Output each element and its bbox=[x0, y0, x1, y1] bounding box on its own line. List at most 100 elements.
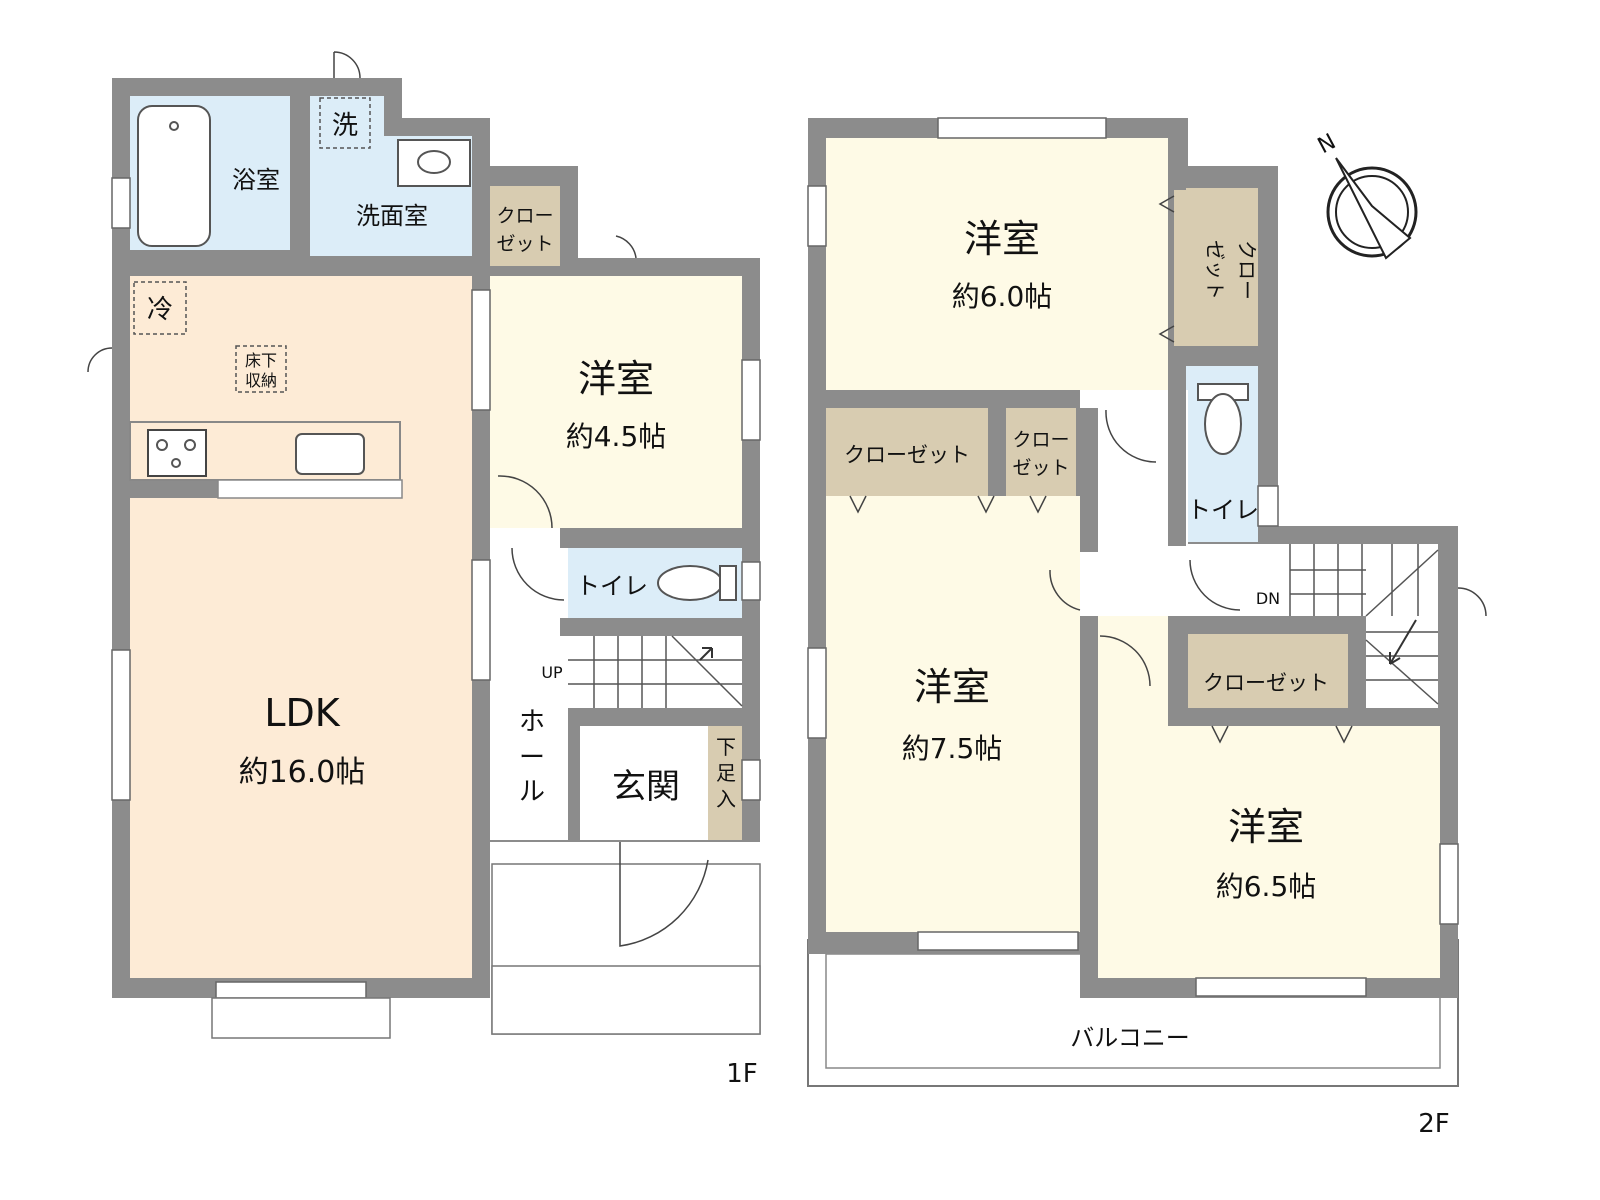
window bbox=[1439, 843, 1459, 925]
underfloor-storage bbox=[235, 345, 287, 393]
door-swing bbox=[1457, 587, 1487, 617]
stairs-down-2f bbox=[1289, 544, 1439, 705]
closet-c-label: クロー bbox=[1012, 429, 1069, 451]
stair-arrow bbox=[699, 647, 713, 661]
door-swing bbox=[1099, 635, 1151, 687]
balcony-label: バルコニー bbox=[1070, 1024, 1190, 1052]
window bbox=[917, 931, 1079, 951]
closet-c-label: ゼット bbox=[1012, 457, 1069, 479]
closet-a-label: ゼット bbox=[1203, 240, 1227, 300]
western-b-size: 約7.5帖 bbox=[902, 732, 1003, 765]
western-1f-size: 約4.5帖 bbox=[566, 420, 667, 453]
western-1f-name: 洋室 bbox=[578, 357, 654, 401]
wall bbox=[1080, 408, 1098, 552]
western-b-name: 洋室 bbox=[914, 665, 990, 709]
window bbox=[1195, 977, 1367, 997]
wall bbox=[130, 480, 220, 498]
toilet-tank bbox=[719, 565, 737, 601]
ldk-area bbox=[130, 276, 472, 978]
compass-north-label: N bbox=[1314, 129, 1340, 159]
deck-1f bbox=[211, 997, 391, 1039]
hall-label: ー bbox=[519, 743, 545, 773]
window bbox=[741, 359, 761, 441]
entrance-area bbox=[580, 726, 708, 840]
floor-1: 浴室 洗面室 洗 冷 床下 収納 クロー ゼット 洋室 約4.5帖 LDK 約1… bbox=[87, 51, 761, 1089]
window bbox=[471, 289, 491, 411]
compass-icon: N bbox=[1314, 129, 1418, 260]
door-swing bbox=[1105, 409, 1157, 463]
shoe-storage-label: 足 bbox=[716, 761, 736, 785]
wall bbox=[1188, 708, 1348, 726]
window bbox=[1257, 485, 1279, 527]
closet-door-mark bbox=[849, 495, 1047, 514]
wall bbox=[560, 258, 760, 276]
window bbox=[111, 649, 131, 801]
closet-a-label: クロー bbox=[1235, 240, 1259, 300]
porch-step bbox=[491, 965, 761, 1035]
shoe-storage-area bbox=[708, 726, 742, 840]
fridge-label: 冷 bbox=[147, 295, 173, 325]
closet-c-area bbox=[1006, 408, 1076, 496]
entrance-label: 玄関 bbox=[612, 767, 680, 807]
wall bbox=[568, 726, 580, 842]
closet-a-area bbox=[1174, 188, 1258, 346]
wall bbox=[1168, 366, 1186, 546]
hall-area bbox=[490, 528, 568, 840]
wall bbox=[1080, 616, 1098, 956]
window bbox=[471, 559, 491, 681]
ldk-size: 約16.0帖 bbox=[239, 755, 366, 790]
bathtub-drain bbox=[169, 121, 179, 131]
burner bbox=[184, 439, 196, 451]
shoe-storage-label: 入 bbox=[716, 787, 736, 811]
door-swing bbox=[1189, 559, 1241, 611]
window bbox=[741, 759, 761, 801]
sink-icon bbox=[295, 433, 365, 475]
wall bbox=[1348, 616, 1366, 726]
door-swing bbox=[511, 547, 565, 601]
underfloor-label: 床下 bbox=[245, 351, 277, 370]
wall bbox=[568, 708, 760, 726]
window bbox=[807, 185, 827, 247]
toilet-icon bbox=[657, 565, 723, 601]
washroom-label: 洗面室 bbox=[356, 202, 428, 230]
window bbox=[937, 117, 1107, 139]
western-1f-area bbox=[490, 276, 742, 528]
stairs-down-label: DN bbox=[1256, 589, 1280, 608]
window bbox=[807, 647, 827, 739]
burner bbox=[171, 458, 181, 468]
shoe-storage-label: 下 bbox=[716, 735, 736, 759]
wall bbox=[130, 256, 472, 276]
wall bbox=[560, 528, 760, 548]
burner bbox=[156, 439, 168, 451]
wall bbox=[826, 390, 1080, 408]
washroom-area bbox=[310, 96, 472, 262]
stairs-up-label: UP bbox=[541, 663, 563, 682]
stair-arrow bbox=[1389, 619, 1417, 665]
door-swing bbox=[619, 842, 709, 947]
door-swing bbox=[615, 235, 637, 259]
ldk-name: LDK bbox=[264, 691, 340, 735]
western-c-size: 約6.5帖 bbox=[1216, 870, 1317, 903]
bath-label: 浴室 bbox=[232, 166, 280, 194]
wall bbox=[1168, 138, 1186, 190]
door-swing bbox=[1049, 569, 1081, 611]
western-a-size: 約6.0帖 bbox=[952, 280, 1053, 313]
western-c-area bbox=[1098, 616, 1440, 978]
western-a-name: 洋室 bbox=[964, 217, 1040, 261]
washer-label: 洗 bbox=[332, 111, 358, 141]
floor-2-label: 2F bbox=[1418, 1109, 1450, 1139]
toilet-icon bbox=[1204, 393, 1242, 455]
hall-label: ル bbox=[519, 777, 545, 807]
toilet-1f-label: トイレ bbox=[576, 572, 648, 600]
window bbox=[741, 561, 761, 601]
closet-label: クロー bbox=[496, 205, 553, 227]
closet-1f-area bbox=[490, 186, 560, 266]
toilet-2f-label: トイレ bbox=[1187, 496, 1259, 524]
floor-1-label: 1F bbox=[726, 1059, 758, 1089]
washbasin-bowl bbox=[417, 150, 451, 174]
wall bbox=[1168, 634, 1188, 726]
closet-label: ゼット bbox=[496, 233, 553, 255]
closet-b-label: クローゼット bbox=[844, 443, 970, 467]
bathtub-icon bbox=[137, 105, 211, 247]
